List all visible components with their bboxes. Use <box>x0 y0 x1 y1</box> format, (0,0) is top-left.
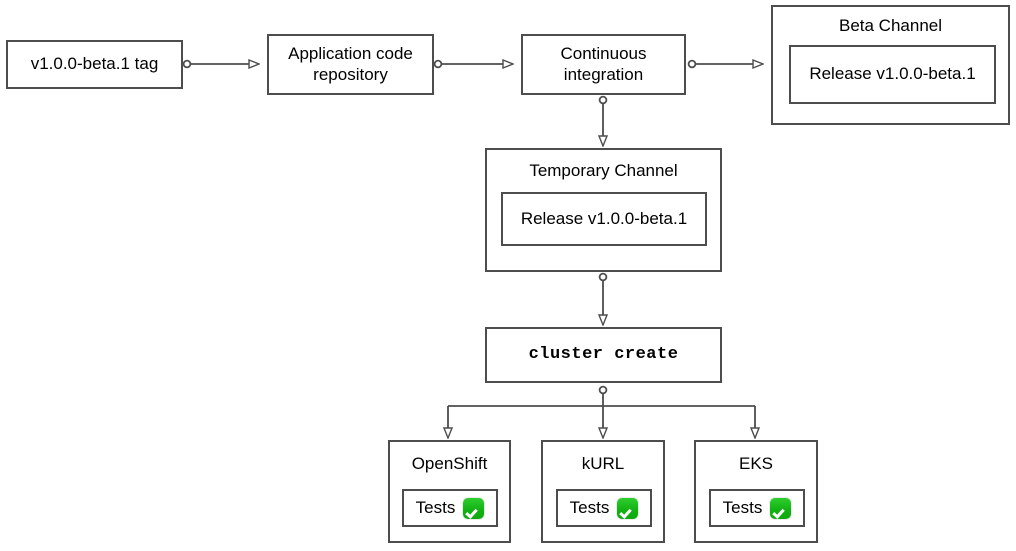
node-openshift-tests-label: Tests <box>415 497 456 517</box>
node-eks-tests[interactable]: Tests <box>709 489 805 527</box>
node-eks-tests-label: Tests <box>722 497 763 517</box>
node-application-code-repository-label: Application code repository <box>288 43 413 84</box>
node-beta-channel-release-label: Release v1.0.0-beta.1 <box>809 64 976 84</box>
node-temporary-channel-title: Temporary Channel <box>529 161 678 180</box>
node-continuous-integration[interactable]: Continuous integration <box>521 34 686 95</box>
node-beta-channel-title: Beta Channel <box>838 16 943 35</box>
green-check-icon <box>617 497 639 519</box>
node-kurl-tests-label: Tests <box>569 497 610 517</box>
node-continuous-integration-label: Continuous integration <box>560 43 647 84</box>
node-temporary-channel-release-label: Release v1.0.0-beta.1 <box>520 208 688 228</box>
node-openshift[interactable]: OpenShift Tests <box>388 440 511 543</box>
node-application-code-repository[interactable]: Application code repository <box>267 34 434 95</box>
node-kurl[interactable]: kURL Tests <box>541 440 665 543</box>
node-beta-channel[interactable]: Beta Channel Release v1.0.0-beta.1 <box>771 5 1010 125</box>
green-check-icon <box>770 497 792 519</box>
node-cluster-create-label: cluster create <box>528 344 679 364</box>
node-version-tag[interactable]: v1.0.0-beta.1 tag <box>6 40 183 89</box>
node-kurl-title: kURL <box>581 454 625 473</box>
node-eks[interactable]: EKS Tests <box>694 440 818 543</box>
node-temporary-channel[interactable]: Temporary Channel Release v1.0.0-beta.1 <box>485 148 722 272</box>
node-eks-title: EKS <box>738 454 774 473</box>
node-cluster-create[interactable]: cluster create <box>485 327 722 383</box>
node-kurl-tests[interactable]: Tests <box>556 489 652 527</box>
green-check-icon <box>463 497 485 519</box>
node-openshift-title: OpenShift <box>411 454 488 473</box>
node-version-tag-label: v1.0.0-beta.1 tag <box>30 54 159 74</box>
node-temporary-channel-release[interactable]: Release v1.0.0-beta.1 <box>501 192 707 246</box>
node-openshift-tests[interactable]: Tests <box>402 489 498 527</box>
node-beta-channel-release[interactable]: Release v1.0.0-beta.1 <box>789 45 996 104</box>
